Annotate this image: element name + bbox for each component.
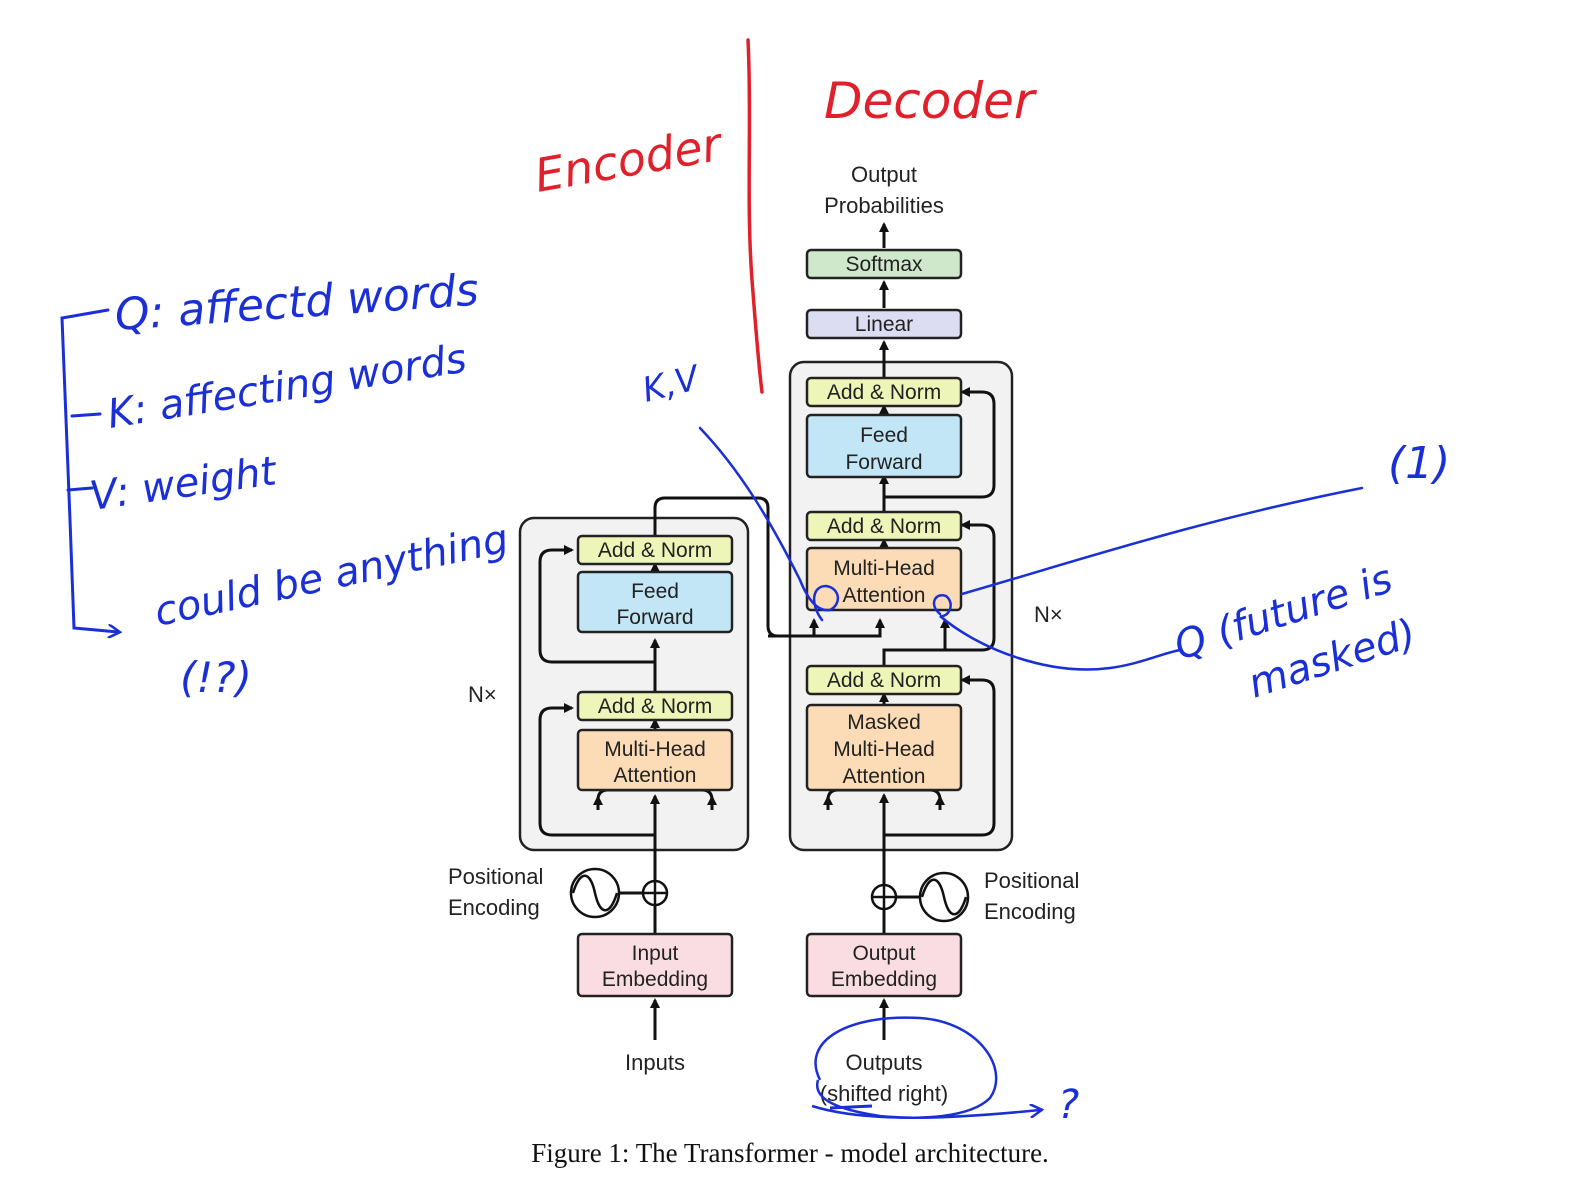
input-embedding-line2: Embedding <box>602 968 708 991</box>
kv-annotation: K,V <box>639 358 706 411</box>
output-probabilities-line2: Probabilities <box>824 193 944 218</box>
decoder-positional-label-line2: Encoding <box>984 899 1076 924</box>
output-embedding-line1: Output <box>852 942 915 965</box>
decoder-masked-line1: Masked <box>847 711 921 734</box>
encoder-positional-label-line2: Encoding <box>448 895 540 920</box>
outputs-label-line2: (shifted right) <box>820 1081 948 1106</box>
decoder-add-norm-middle: Add & Norm <box>805 510 963 542</box>
decoder-add-norm-middle-label: Add & Norm <box>827 515 941 538</box>
note-k: K: affecting words <box>104 336 469 438</box>
softmax-block: Softmax <box>805 248 963 280</box>
encoder-add-norm-top: Add & Norm <box>576 534 734 566</box>
figure-caption: Figure 1: The Transformer - model archit… <box>531 1138 1049 1168</box>
decoder-cross-attention-line2: Attention <box>843 584 926 607</box>
input-embedding-line1: Input <box>632 942 679 965</box>
output-probabilities-line1: Output <box>851 162 917 187</box>
output-embedding-line2: Embedding <box>831 968 937 991</box>
encoder-attention-line2: Attention <box>614 764 697 787</box>
encoder-stack <box>518 516 750 852</box>
encoder-multi-head-attention: Multi-Head Attention <box>576 728 734 792</box>
encoder-feed-forward-line2: Forward <box>616 606 693 629</box>
decoder-masked-line3: Attention <box>843 765 926 788</box>
encoder-attention-line1: Multi-Head <box>604 738 706 761</box>
decoder-feed-forward-line1: Feed <box>860 424 908 447</box>
encoder-feed-forward-line1: Feed <box>631 580 679 603</box>
encoder-add-norm-bottom: Add & Norm <box>576 690 734 722</box>
question-arrow <box>811 1106 1040 1119</box>
output-embedding: Output Embedding <box>805 932 963 998</box>
decoder-add-norm-top-label: Add & Norm <box>827 381 941 404</box>
decoder-cross-attention: Multi-Head Attention <box>805 546 963 612</box>
shifted-underline <box>829 1104 873 1110</box>
note-v: V: weight <box>87 448 280 520</box>
note-could-be-anything: could be anything <box>151 516 513 636</box>
decoder-nx-label: N× <box>1034 602 1063 627</box>
decoder-feed-forward: Feed Forward <box>805 413 963 479</box>
decoder-feed-forward-line2: Forward <box>845 451 922 474</box>
encoder-nx-label: N× <box>468 682 497 707</box>
softmax-label: Softmax <box>845 253 923 276</box>
q-pointer-line <box>932 593 1182 671</box>
linear-label: Linear <box>855 313 913 336</box>
outputs-label-line1: Outputs <box>845 1050 922 1075</box>
encoder-add-norm-top-label: Add & Norm <box>598 539 712 562</box>
encoder-positional-encoding: Positional Encoding <box>448 864 669 920</box>
decoder-masked-attention: Masked Multi-Head Attention <box>805 703 963 792</box>
qkv-notes <box>60 308 118 632</box>
decoder-positional-encoding: Positional Encoding <box>870 868 1079 924</box>
one-annotation: (1) <box>1388 438 1450 489</box>
decoder-add-norm-top: Add & Norm <box>805 376 963 408</box>
decoder-annotation: Decoder <box>824 72 1038 130</box>
decoder-add-norm-bottom-label: Add & Norm <box>827 669 941 692</box>
encoder-decoder-divider <box>746 38 764 394</box>
decoder-add-norm-bottom: Add & Norm <box>805 664 963 696</box>
question-annotation: ? <box>1058 1082 1079 1128</box>
input-embedding: Input Embedding <box>576 932 734 998</box>
decoder-masked-line2: Multi-Head <box>833 738 935 761</box>
decoder-positional-label-line1: Positional <box>984 868 1079 893</box>
note-q: Q: affectd words <box>113 265 480 341</box>
linear-block: Linear <box>805 308 963 340</box>
encoder-connectors <box>538 496 885 1040</box>
encoder-positional-label-line1: Positional <box>448 864 543 889</box>
decoder-connectors <box>823 222 996 1040</box>
one-pointer-line <box>960 486 1364 596</box>
inputs-label: Inputs <box>625 1050 685 1075</box>
outputs-loop <box>814 1016 998 1119</box>
encoder-feed-forward: Feed Forward <box>576 570 734 634</box>
decoder-cross-attention-line1: Multi-Head <box>833 557 935 580</box>
encoder-add-norm-bottom-label: Add & Norm <box>598 695 712 718</box>
kv-pointer-line <box>698 426 839 622</box>
encoder-annotation: Encoder <box>531 116 729 202</box>
note-exclaim: (!?) <box>180 653 252 702</box>
